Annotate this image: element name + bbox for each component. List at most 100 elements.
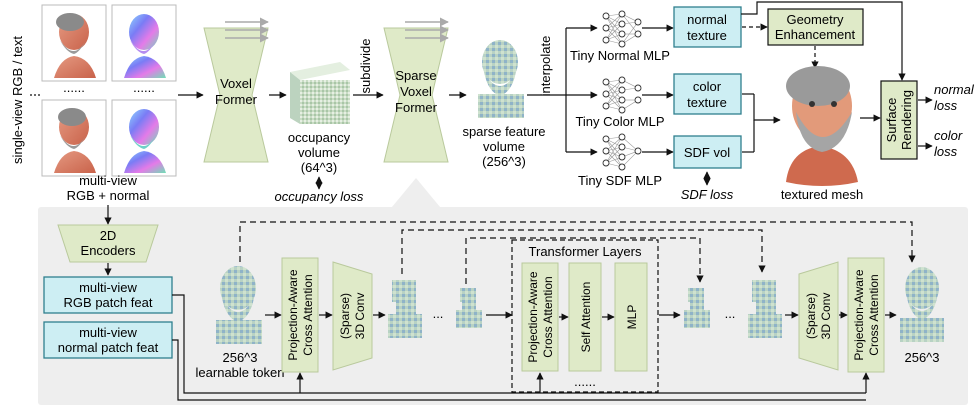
learnable-token-bust (216, 266, 262, 344)
surface-rendering-label-1: Surface (884, 98, 899, 143)
voxel-bust-small (456, 288, 482, 328)
output-resolution-label: 256^3 (904, 350, 939, 365)
interpolate-label: interpolate (538, 36, 553, 97)
normal-texture-box (673, 6, 742, 48)
multiview-label-1: multi-view (79, 173, 137, 188)
cross-attn-1-label-2: Cross Attention (301, 274, 315, 355)
normal-texture-label-1: normal (687, 12, 727, 27)
ellipsis-2: ... (725, 306, 736, 321)
geometry-enhancement-box (767, 8, 864, 46)
input-label: single-view RGB / text (10, 36, 25, 164)
sparse-volume-label-2: volume (483, 139, 525, 154)
occupancy-label-1: occupancy (288, 130, 351, 145)
sparse-conv-2-label-2: 3D Conv (819, 293, 833, 340)
normal-mlp-network-icon (602, 10, 642, 48)
ellipsis-1: ... (433, 306, 444, 321)
skip-connection-outer (239, 221, 916, 263)
sparse-conv-block-1 (332, 261, 373, 371)
sparse-former-label-3: Former (395, 100, 438, 115)
multiview-label-2: RGB + normal (67, 188, 150, 203)
multiview-images (41, 4, 177, 177)
occupancy-label-3: (64^3) (301, 160, 337, 175)
dots-right: ...... (133, 80, 155, 95)
sparse-conv-1-label-1: (Sparse) (338, 293, 352, 339)
sdf-vol-label: SDF vol (684, 145, 730, 160)
voxel-former-label-1: Voxel (220, 76, 252, 91)
normal-loss-label-2: loss (934, 98, 958, 113)
rgb-patch-feat-box (43, 276, 173, 314)
cross-attn-2-label-2: Cross Attention (541, 276, 555, 357)
sparse-conv-block-2 (798, 261, 839, 371)
surface-rendering-label-2: Rendering (899, 90, 914, 150)
sparse-volume-label-3: (256^3) (482, 154, 526, 169)
detail-panel (38, 207, 968, 405)
voxel-bust-medium-up (748, 280, 782, 338)
sparse-feature-bust (478, 40, 524, 118)
learnable-token-label-2: learnable token (196, 365, 285, 380)
tiny-normal-mlp-label: Tiny Normal MLP (570, 48, 670, 63)
occupancy-cube (290, 62, 350, 124)
rgb-patch-label-1: multi-view (79, 280, 137, 295)
occupancy-label-2: volume (298, 145, 340, 160)
color-mlp-network-icon (602, 76, 642, 114)
color-loss-label-1: color (934, 128, 963, 143)
voxel-former-token-arrows (225, 17, 269, 43)
sdf-vol-box (673, 135, 742, 169)
sparse-former-label-1: Sparse (395, 68, 436, 83)
sdf-loss-label: SDF loss (681, 187, 734, 202)
cross-attn-3-label-2: Cross Attention (867, 274, 881, 355)
mlp-label: MLP (625, 305, 639, 330)
learnable-token-label-1: 256^3 (222, 350, 257, 365)
geometry-enhancement-label-2: Enhancement (775, 27, 856, 42)
skip-connection-inner (465, 237, 704, 284)
voxel-bust-small-up (684, 288, 710, 328)
cross-attention-block-1 (281, 257, 319, 373)
normal-texture-to-render-line (741, 1, 906, 81)
color-loss-label-2: loss (934, 144, 958, 159)
transformer-dots: ...... (574, 374, 596, 389)
tiny-color-mlp-label: Tiny Color MLP (575, 114, 664, 129)
textured-mesh-label: textured mesh (781, 187, 863, 202)
cross-attention-block-2 (521, 262, 559, 372)
occupancy-loss-label: occupancy loss (275, 189, 364, 204)
sparse-volume-label-1: sparse feature (462, 124, 545, 139)
self-attention-label: Self Attention (579, 282, 593, 353)
cross-attn-3-label-1: Projection-Aware (852, 269, 866, 360)
zoom-connector (392, 178, 440, 207)
normal-patch-label-2: normal patch feat (58, 340, 159, 355)
head-rgb-icon (54, 108, 96, 173)
textured-mesh-bust (786, 66, 858, 186)
dots-left: ...... (63, 80, 85, 95)
encoders-label-2: Encoders (81, 243, 136, 258)
sparse-conv-1-label-2: 3D Conv (353, 293, 367, 340)
sdf-mlp-network-icon (602, 133, 642, 171)
cross-attn-1-label-1: Projection-Aware (286, 269, 300, 360)
normal-patch-label-1: multi-view (79, 325, 137, 340)
2d-encoders-block (57, 224, 159, 263)
voxel-bust-medium (388, 280, 422, 338)
textures-to-mesh-line (753, 94, 781, 124)
rgb-patch-label-2: RGB patch feat (64, 295, 153, 310)
head-rgb-icon (54, 13, 96, 78)
normal-feat-route (172, 339, 866, 401)
cross-attention-block-3 (847, 257, 885, 373)
color-texture-box (673, 73, 742, 115)
transformer-layers-box (511, 239, 659, 393)
geometry-enhancement-label-1: Geometry (786, 12, 844, 27)
subdivide-label: subdivide (358, 39, 373, 94)
color-texture-label-2: texture (687, 95, 727, 110)
output-voxel-bust (900, 267, 944, 342)
surface-rendering-box (880, 80, 918, 160)
encoders-label-1: 2D (100, 228, 117, 243)
transformer-layers-label: Transformer Layers (529, 244, 642, 259)
normal-texture-label-2: texture (687, 28, 727, 43)
voxel-former-label-2: Former (215, 92, 258, 107)
cross-attn-2-label-1: Projection-Aware (526, 271, 540, 362)
rgb-feat-route (172, 294, 866, 394)
tiny-sdf-mlp-label: Tiny SDF MLP (578, 173, 662, 188)
head-normal-icon (124, 109, 166, 173)
self-attention-block (568, 262, 602, 372)
head-normal-icon (124, 14, 166, 78)
sparse-former-label-2: Voxel (400, 84, 432, 99)
